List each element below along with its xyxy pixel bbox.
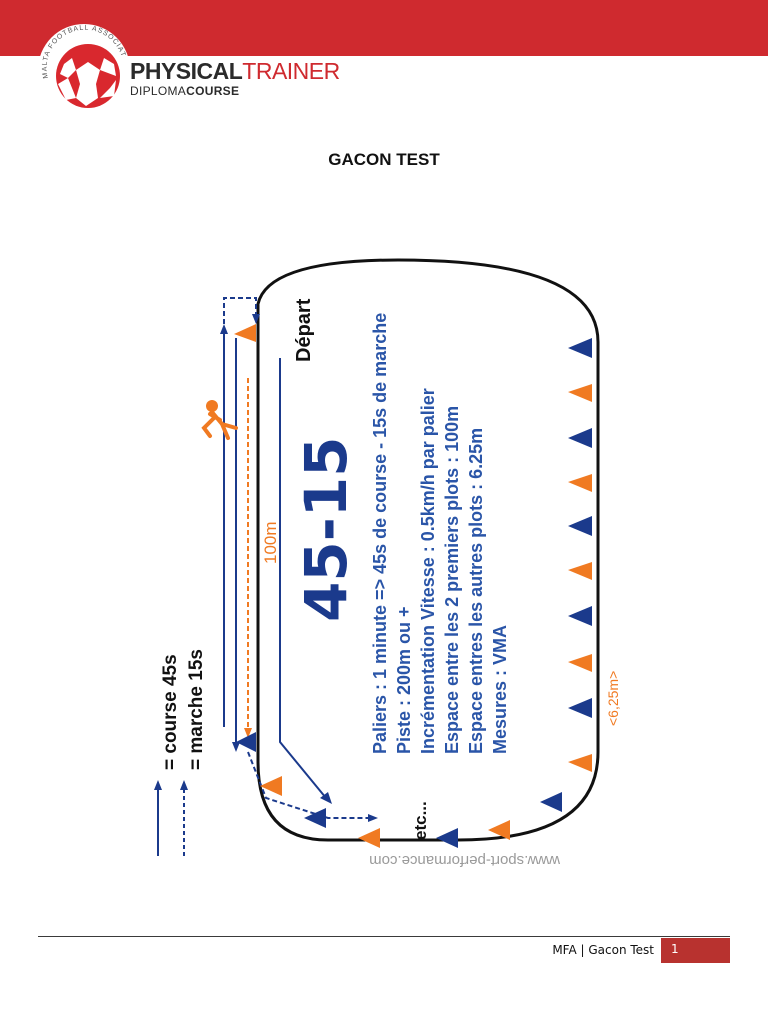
cone-navy [568, 698, 592, 718]
big-title: 45-15 [292, 437, 360, 623]
track-diagram: Départ 100m 45-15 <6,25m> etc... Paliers… [154, 258, 621, 869]
cone-navy [436, 828, 458, 848]
cone-orange [568, 754, 592, 772]
cone-navy [568, 516, 592, 536]
legend-course-label: = course 45s [160, 654, 181, 770]
cone-orange [488, 820, 510, 840]
brand-light: TRAINER [242, 58, 340, 84]
lane-dashed-bottom [247, 751, 370, 819]
rule-line: Incrémentation Vitesse : 0.5km/h par pal… [418, 388, 438, 754]
page-number: 1 [671, 942, 679, 956]
rule-line: Piste : 200m ou + [394, 606, 414, 754]
cone-orange [568, 562, 592, 580]
subtitle-light: DIPLOMA [130, 84, 187, 98]
rule-line: Mesures : VMA [490, 625, 510, 754]
cone-navy [540, 792, 562, 812]
footer-rule [38, 936, 730, 937]
header-band [0, 0, 768, 56]
rules-text: Paliers : 1 minute => 45s de course - 15… [370, 313, 510, 754]
cone-orange [358, 828, 380, 848]
legend: = course 45s = marche 15s [154, 649, 207, 856]
cone-orange [260, 776, 282, 796]
cone-orange [568, 474, 592, 492]
football-logo-icon: MALTA FOOTBALL ASSOCIATION [31, 13, 130, 116]
subtitle-strong: COURSE [186, 84, 240, 98]
page-title: GACON TEST [328, 150, 440, 169]
watermark: www.sport-performance.com [369, 852, 561, 869]
cone-orange [568, 654, 592, 672]
rule-line: Paliers : 1 minute => 45s de course - 15… [370, 313, 390, 754]
spacing-label: <6,25m> [605, 671, 620, 726]
lane-dashed-top [223, 297, 257, 324]
etc-label: etc... [411, 801, 430, 840]
page-number-box: 1 [661, 938, 730, 963]
rule-line: Espace entres les autres plots : 6.25m [466, 428, 486, 754]
cone-navy [568, 428, 592, 448]
cone-navy [304, 808, 326, 828]
distance-label: 100m [261, 521, 280, 564]
start-label: Départ [293, 298, 315, 362]
cone-navy [236, 732, 256, 752]
mfa-logo: MALTA FOOTBALL ASSOCIATION [31, 13, 134, 118]
cone-navy [568, 606, 592, 626]
rule-line: Espace entre les 2 premiers plots : 100m [442, 406, 462, 754]
lane-solid-3-turn [279, 732, 327, 799]
cone-orange [568, 384, 592, 402]
runner-icon [201, 400, 238, 440]
cone-start [234, 324, 256, 342]
cone-navy [568, 338, 592, 358]
cones [234, 324, 592, 848]
brand-wordmark: PHYSICALTRAINER DIPLOMACOURSE [130, 58, 340, 98]
legend-marche-label: = marche 15s [186, 649, 207, 770]
gacon-diagram: Départ 100m 45-15 <6,25m> etc... Paliers… [148, 192, 621, 870]
track-oval [256, 258, 600, 842]
footer-text: MFA | Gacon Test [552, 943, 654, 957]
brand-strong: PHYSICAL [130, 58, 243, 84]
